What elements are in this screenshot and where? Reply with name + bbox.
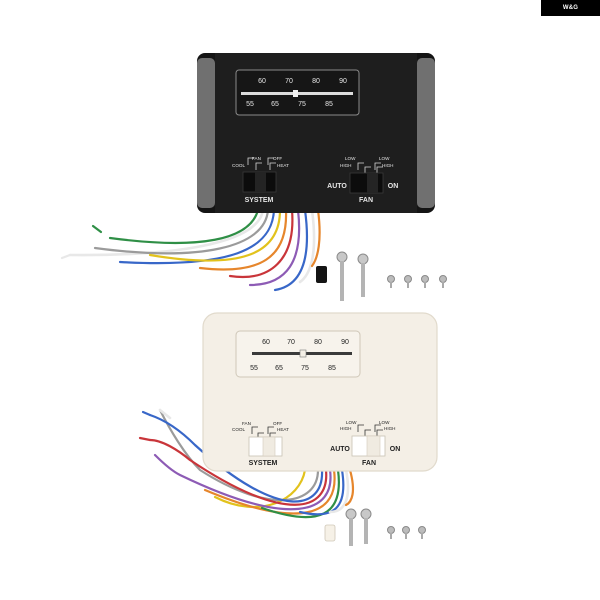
black-scale-label: 65 — [271, 101, 279, 108]
white-scale-label: 85 — [328, 365, 336, 372]
black-screw-small — [421, 275, 429, 288]
white-unit-hardware — [324, 508, 426, 546]
black-system-cool-label: COOL — [232, 163, 245, 168]
black-thermostat: 60 70 80 90 55 65 75 85 FAN COOL OFF HEA… — [197, 53, 435, 213]
white-system-title: SYSTEM — [249, 460, 278, 467]
black-screw-small — [387, 275, 395, 288]
black-screw-small — [439, 275, 447, 288]
black-unit-hardware — [316, 251, 447, 301]
white-screw-small — [402, 526, 410, 539]
black-fan-high2-label: HIGH — [382, 163, 393, 168]
black-fan-low2-label: LOW — [379, 156, 390, 161]
black-system-title: SYSTEM — [245, 197, 274, 204]
white-system-fan-label: FAN — [242, 421, 251, 426]
white-clip — [324, 524, 336, 542]
white-fan-switch[interactable]: LOW HIGH LOW HIGH AUTO ON FAN — [330, 420, 400, 467]
black-scale-label: 70 — [285, 78, 293, 85]
white-system-off-label: OFF — [273, 421, 282, 426]
black-scale-bottom-labels: 55 65 75 85 — [246, 101, 333, 108]
white-system-heat-label: HEAT — [277, 427, 289, 432]
black-fan-low-label: LOW — [345, 156, 356, 161]
white-scale-label: 60 — [262, 339, 270, 346]
black-fan-switch[interactable]: LOW HIGH LOW HIGH AUTO ON FAN — [327, 156, 398, 204]
white-screw-long — [345, 508, 357, 546]
white-thermostat: 60 70 80 90 55 65 75 85 FAN COOL OFF HEA… — [202, 312, 438, 472]
white-fan-on-label: ON — [390, 446, 401, 453]
brand-mark: W&G — [562, 5, 579, 11]
white-scale-label: 65 — [275, 365, 283, 372]
black-scale-label: 60 — [258, 78, 266, 85]
brand-badge: W&G — [541, 0, 600, 16]
white-scale-top-labels: 60 70 80 90 — [262, 339, 349, 346]
white-scale-label: 80 — [314, 339, 322, 346]
black-screw-long — [357, 253, 369, 297]
white-scale-label: 90 — [341, 339, 349, 346]
black-fan-title: FAN — [359, 197, 373, 204]
white-fan-high2-label: HIGH — [384, 426, 395, 431]
white-fan-auto-label: AUTO — [330, 446, 350, 453]
black-system-fan-label: FAN — [252, 156, 261, 161]
black-scale-label: 55 — [246, 101, 254, 108]
white-fan-low-label: LOW — [346, 420, 357, 425]
white-unit-wires — [138, 408, 355, 519]
black-system-heat-label: HEAT — [277, 163, 289, 168]
white-screw-small — [387, 526, 395, 539]
white-fan-title: FAN — [362, 460, 376, 467]
white-system-cool-label: COOL — [232, 427, 245, 432]
white-fan-low2-label: LOW — [379, 420, 390, 425]
black-fan-auto-label: AUTO — [327, 183, 347, 190]
white-screw-small — [418, 526, 426, 539]
black-unit-wires — [60, 208, 321, 292]
black-fan-on-label: ON — [388, 183, 399, 190]
black-scale-label: 85 — [325, 101, 333, 108]
black-clip — [316, 266, 327, 283]
black-screw-long — [336, 251, 348, 301]
black-scale-top-labels: 60 70 80 90 — [258, 78, 347, 85]
white-scale-label: 70 — [287, 339, 295, 346]
black-fan-high-label: HIGH — [340, 163, 351, 168]
white-scale-label: 75 — [301, 365, 309, 372]
white-system-switch[interactable]: FAN COOL OFF HEAT SYSTEM — [232, 421, 289, 467]
black-system-switch[interactable]: FAN COOL OFF HEAT SYSTEM — [232, 156, 289, 204]
black-system-off-label: OFF — [273, 156, 282, 161]
black-screw-small — [404, 275, 412, 288]
black-scale-label: 90 — [339, 78, 347, 85]
black-scale-label: 80 — [312, 78, 320, 85]
white-scale-bottom-labels: 55 65 75 85 — [250, 365, 336, 372]
white-scale-label: 55 — [250, 365, 258, 372]
white-fan-high-label: HIGH — [340, 426, 351, 431]
white-screw-long — [360, 508, 372, 544]
black-scale-label: 75 — [298, 101, 306, 108]
